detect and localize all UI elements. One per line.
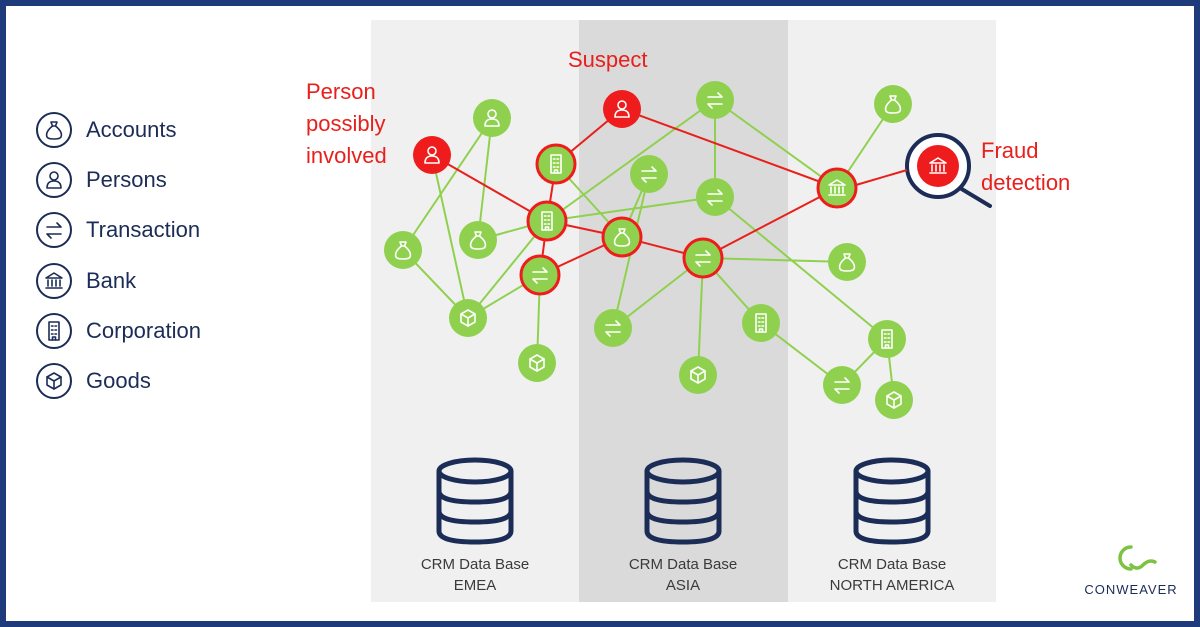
legend-item: Persons: [36, 160, 167, 200]
logo-swirl-icon: [1118, 545, 1157, 571]
database-label-asia: CRM Data Base ASIA: [579, 554, 787, 596]
corporation-node: [526, 200, 568, 242]
corporation-node: [742, 304, 780, 342]
annotation-line: detection: [981, 170, 1071, 195]
box-icon: [36, 363, 72, 399]
database-label-line: NORTH AMERICA: [829, 577, 955, 594]
transfer-arrows-icon: [36, 212, 72, 248]
transaction-node: [682, 237, 724, 279]
account-node: [828, 243, 866, 281]
annotation-line: involved: [306, 143, 387, 168]
database-label-line: ASIA: [665, 577, 701, 594]
person-node: [473, 99, 511, 137]
goods-node: [518, 344, 556, 382]
corporation-node: [535, 143, 577, 185]
legend-label: Accounts: [86, 117, 177, 142]
legend-item: Bank: [36, 261, 136, 301]
account-node: [459, 221, 497, 259]
legend-label: Corporation: [86, 318, 201, 343]
database-label-line: CRM Data Base: [628, 556, 738, 573]
database-label-north-america: CRM Data Base NORTH AMERICA: [788, 554, 996, 596]
database-label-line: CRM Data Base: [420, 556, 530, 573]
graph-edge: [702, 257, 848, 263]
database-label-emea: CRM Data Base EMEA: [371, 554, 579, 596]
graph-edge: [477, 117, 493, 241]
bank-node: [816, 167, 858, 209]
annotation-line: Fraud: [981, 138, 1039, 163]
graph-edge: [467, 220, 548, 319]
corporation-node: [868, 320, 906, 358]
graph-edge-highlighted: [702, 187, 838, 259]
money-bag-icon: [36, 112, 72, 148]
annotation-line: Person: [306, 79, 376, 104]
annotation-fraud-detection: Fraud detection: [981, 135, 1070, 199]
annotation-suspect: Suspect: [568, 47, 648, 72]
account-node: [601, 216, 643, 258]
goods-node: [875, 381, 913, 419]
annotation-person-involved: Person possibly involved: [306, 76, 387, 172]
legend-label: Goods: [86, 368, 151, 393]
legend-label: Transaction: [86, 217, 201, 242]
person-node: [603, 90, 641, 128]
person-node: [413, 136, 451, 174]
graph-edge: [546, 196, 716, 222]
building-icon: [36, 313, 72, 349]
logo-text: CONWEAVER: [1084, 582, 1178, 597]
transaction-node: [594, 309, 632, 347]
legend-item: Corporation: [36, 311, 201, 351]
annotation-line: possibly: [306, 111, 386, 136]
legend-label: Persons: [86, 167, 167, 192]
account-node: [874, 85, 912, 123]
graph-edge: [714, 99, 838, 189]
graph-edge-highlighted: [431, 154, 548, 222]
transaction-node: [823, 366, 861, 404]
legend-item: Transaction: [36, 210, 200, 250]
database-icon: [853, 457, 931, 545]
graph-edge: [714, 196, 888, 340]
account-node: [384, 231, 422, 269]
transaction-node: [630, 155, 668, 193]
graph-edge-highlighted: [855, 169, 908, 186]
legend-label: Bank: [86, 268, 137, 293]
bank-icon: [36, 263, 72, 299]
conweaver-logo: CONWEAVER: [1076, 541, 1186, 597]
transaction-node: [696, 81, 734, 119]
person-icon: [36, 162, 72, 198]
database-label-line: CRM Data Base: [837, 556, 947, 573]
magnifier-bank-icon: [905, 133, 992, 208]
network-graph: [384, 81, 992, 545]
goods-node: [679, 356, 717, 394]
graph-edge: [402, 117, 493, 251]
database-icon: [644, 457, 722, 545]
database-label-line: EMEA: [453, 577, 497, 594]
graph-edge: [546, 99, 716, 222]
legend-item: Goods: [36, 361, 151, 401]
legend-item: Accounts: [36, 110, 177, 150]
goods-node: [449, 299, 487, 337]
graph-edge-highlighted: [621, 108, 838, 189]
transaction-node: [519, 254, 561, 296]
transaction-node: [696, 178, 734, 216]
graph-edge: [431, 154, 469, 319]
database-icon: [436, 457, 514, 545]
